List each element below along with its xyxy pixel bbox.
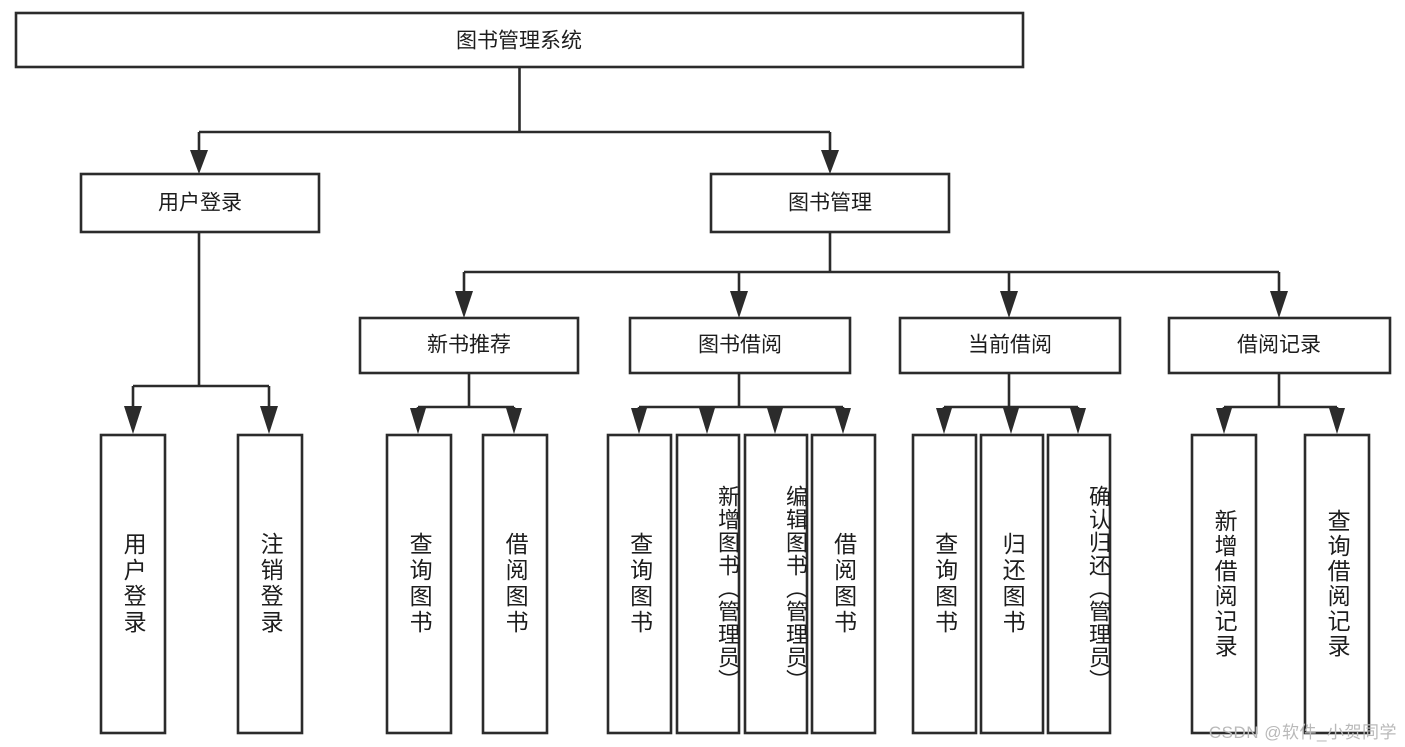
node-box-user-login[interactable] (79, 172, 321, 234)
node-box-root[interactable] (14, 11, 1025, 69)
node-label-book-mgmt: 图书管理 (788, 192, 872, 215)
node-label-user-login: 用户登录 (158, 192, 242, 215)
leaf-box-br-2[interactable] (1303, 433, 1371, 735)
node-label-new-book-recommend: 新书推荐 (427, 334, 511, 357)
arrow-head-new-book-recommend (455, 291, 473, 318)
leaf-box-cb-1[interactable] (911, 433, 978, 735)
arrow-head-user-login (190, 150, 208, 174)
node-box-book-mgmt[interactable] (709, 172, 951, 234)
node-label-current-borrow: 当前借阅 (968, 334, 1052, 357)
arrow-head-bb-leaf-4 (835, 408, 851, 434)
arrow-head-ul-leaf-2 (260, 406, 278, 434)
arrow-head-cb-leaf-2 (1003, 408, 1019, 434)
arrow-head-ul-leaf-1 (124, 406, 142, 434)
arrow-head-bb-leaf-3 (767, 408, 783, 434)
leaf-box-bb-4[interactable] (810, 433, 877, 735)
node-box-book-borrow[interactable] (628, 316, 852, 375)
arrow-head-br-leaf-2 (1329, 408, 1345, 434)
leaf-box-br-1[interactable] (1190, 433, 1258, 735)
arrow-head-borrow-record (1270, 291, 1288, 318)
leaf-box-cb-3[interactable] (1046, 433, 1112, 735)
node-box-borrow-record[interactable] (1167, 316, 1392, 375)
leaf-box-cb-2[interactable] (979, 433, 1045, 735)
connector-layer (124, 67, 1345, 434)
arrow-head-br-leaf-1 (1216, 408, 1232, 434)
node-label-root: 图书管理系统 (456, 30, 582, 53)
node-label-borrow-record: 借阅记录 (1237, 334, 1321, 357)
arrow-head-book-borrow (730, 291, 748, 318)
node-box-new-book-recommend[interactable] (358, 316, 580, 375)
arrow-head-current-borrow (1000, 291, 1018, 318)
arrow-head-nbr-leaf-2 (506, 408, 522, 434)
arrow-head-nbr-leaf-1 (410, 408, 426, 434)
arrow-head-bb-leaf-2 (699, 408, 715, 434)
arrow-head-book-mgmt (821, 150, 839, 174)
node-label-book-borrow: 图书借阅 (698, 334, 782, 357)
leaf-box-user-login-2[interactable] (236, 433, 304, 735)
arrow-head-bb-leaf-1 (631, 408, 647, 434)
csdn-watermark: CSDN @软件_小贺同学 (1208, 723, 1397, 742)
arrow-head-cb-leaf-1 (936, 408, 952, 434)
leaf-box-user-login-1[interactable] (99, 433, 167, 735)
leaf-box-bb-3[interactable] (743, 433, 809, 735)
leaf-box-nbr-1[interactable] (385, 433, 453, 735)
leaf-box-bb-1[interactable] (606, 433, 673, 735)
leaf-box-nbr-2[interactable] (481, 433, 549, 735)
node-layer: 图书管理系统 用户登录 图书管理 新书推荐 图书借阅 当前借阅 借阅记录 (14, 11, 1392, 735)
leaf-box-bb-2[interactable] (675, 433, 741, 735)
node-box-current-borrow[interactable] (898, 316, 1122, 375)
arrow-head-cb-leaf-3 (1070, 408, 1086, 434)
